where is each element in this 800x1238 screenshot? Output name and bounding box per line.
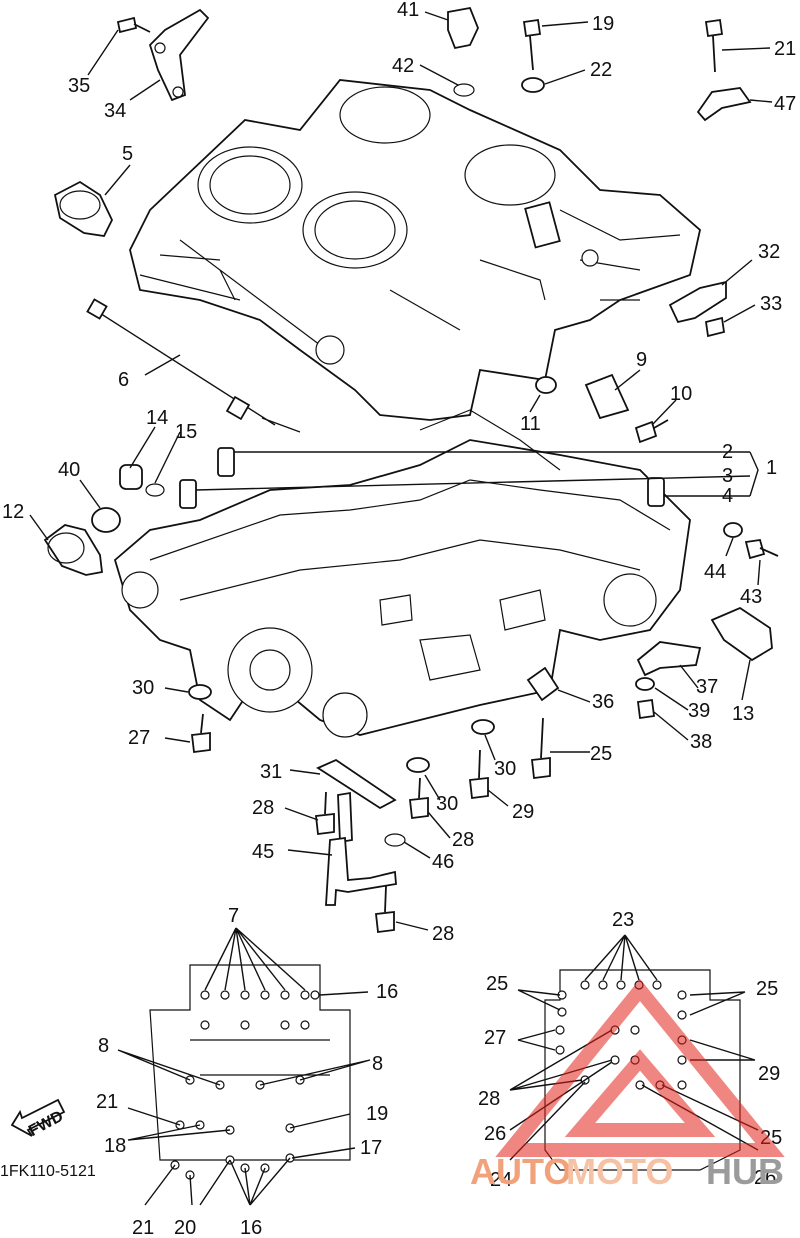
- callout-26b: 26: [754, 1167, 776, 1189]
- callout-21: 21: [774, 38, 796, 60]
- callout-31: 31: [260, 761, 282, 783]
- callout-16: 16: [376, 981, 398, 1003]
- callout-28c: 28: [432, 923, 454, 945]
- callout-14: 14: [146, 407, 168, 429]
- callout-22: 22: [590, 59, 612, 81]
- callout-42: 42: [392, 55, 414, 77]
- callout-27b: 27: [484, 1027, 506, 1049]
- callout-46: 46: [432, 851, 454, 873]
- callout-1: 1: [766, 457, 777, 479]
- watermark-text-2: MOTO: [566, 1151, 673, 1192]
- callout-2: 2: [722, 441, 733, 463]
- callout-4: 4: [722, 485, 733, 507]
- leader-lines: [29, 11, 773, 931]
- upper-case-bolt-diagram: [10, 927, 371, 1206]
- callout-28d: 28: [478, 1088, 500, 1110]
- callout-30b: 30: [494, 758, 516, 780]
- callout-25c: 25: [756, 978, 778, 1000]
- callout-21b: 21: [96, 1091, 118, 1113]
- callout-20: 20: [174, 1217, 196, 1238]
- callout-13: 13: [732, 703, 754, 725]
- watermark-text-3: HUB: [706, 1151, 784, 1192]
- upper-crankcase: [129, 79, 701, 421]
- callout-26a: 26: [484, 1123, 506, 1145]
- part-code: 1FK110-5121: [0, 1163, 96, 1180]
- callout-8: 8: [98, 1035, 109, 1057]
- callout-10: 10: [670, 383, 692, 405]
- callout-17: 17: [360, 1137, 382, 1159]
- callout-32: 32: [758, 241, 780, 263]
- callout-47: 47: [774, 93, 796, 115]
- callout-15: 15: [175, 421, 197, 443]
- small-parts: [43, 6, 779, 934]
- callout-29b: 29: [758, 1063, 780, 1085]
- callout-34: 34: [104, 100, 126, 122]
- callout-19: 19: [592, 13, 614, 35]
- callout-12: 12: [2, 501, 24, 523]
- callout-35: 35: [68, 75, 90, 97]
- callout-23: 23: [612, 909, 634, 931]
- fwd-arrow-icon: [10, 1098, 66, 1137]
- callout-21c: 21: [132, 1217, 154, 1238]
- callout-25: 25: [590, 743, 612, 765]
- callout-44: 44: [704, 561, 726, 583]
- callout-9: 9: [636, 349, 647, 371]
- callout-30c: 30: [436, 793, 458, 815]
- lower-crankcase: [113, 409, 691, 738]
- watermark-logo: AUTO MOTO HUB: [470, 978, 785, 1192]
- callout-3: 3: [722, 465, 733, 487]
- callout-25b: 25: [486, 973, 508, 995]
- callout-19b: 19: [366, 1103, 388, 1125]
- callout-43: 43: [740, 586, 762, 608]
- callout-7: 7: [228, 905, 239, 927]
- callout-30a: 30: [132, 677, 154, 699]
- callout-6: 6: [118, 369, 129, 391]
- callout-36: 36: [592, 691, 614, 713]
- callout-40: 40: [58, 459, 80, 481]
- callout-28a: 28: [252, 797, 274, 819]
- callout-27: 27: [128, 727, 150, 749]
- callout-24: 24: [490, 1169, 512, 1191]
- callout-5: 5: [122, 143, 133, 165]
- callout-41: 41: [397, 0, 419, 21]
- callout-37: 37: [696, 676, 718, 698]
- callout-39: 39: [688, 700, 710, 722]
- callout-16b: 16: [240, 1217, 262, 1238]
- callout-38: 38: [690, 731, 712, 753]
- watermark-text-1: AUTO: [470, 1151, 571, 1192]
- callout-45: 45: [252, 841, 274, 863]
- callout-11: 11: [520, 413, 541, 435]
- callout-18: 18: [104, 1135, 126, 1157]
- callout-28b: 28: [452, 829, 474, 851]
- callout-29: 29: [512, 801, 534, 823]
- callout-8b: 8: [372, 1053, 383, 1075]
- callout-33: 33: [760, 293, 782, 315]
